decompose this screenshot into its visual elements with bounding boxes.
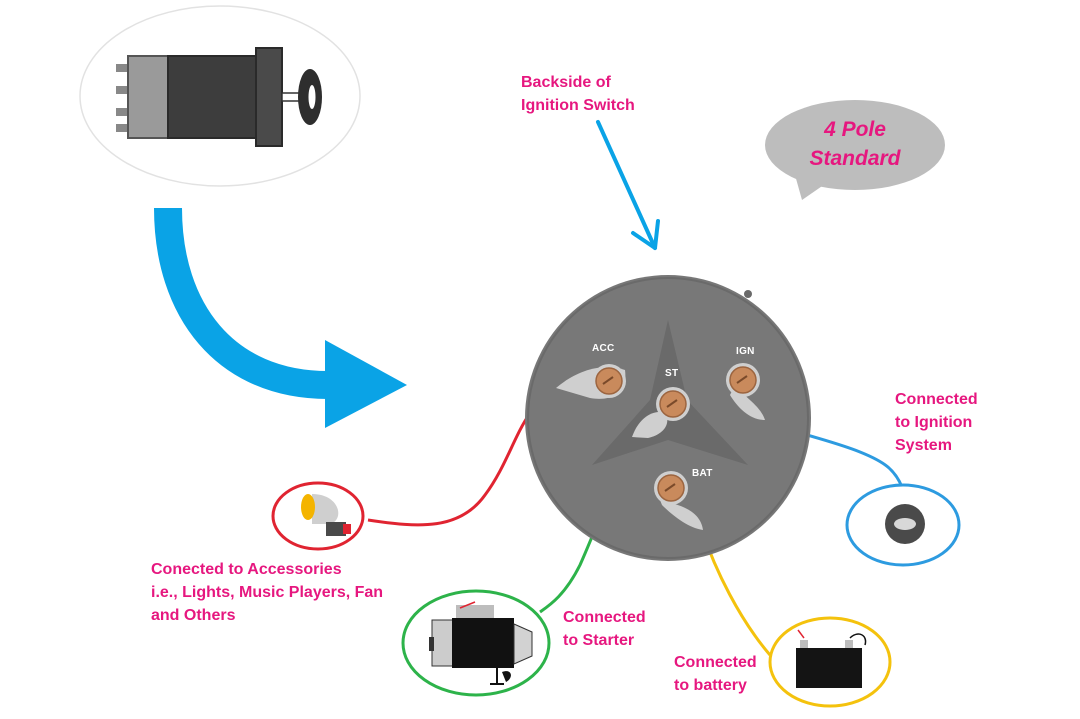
terminal-label-bat: BAT	[692, 468, 713, 479]
label-backside: Backside of Ignition Switch	[521, 74, 635, 114]
terminal-acc	[556, 364, 626, 399]
terminal-label-ign: IGN	[736, 346, 755, 357]
terminal-ign	[726, 363, 765, 420]
terminal-st	[632, 387, 690, 438]
label-ignition: Connected to Ignition System	[895, 391, 978, 454]
starter-motor-icon	[401, 589, 551, 697]
callout-text: 4 Pole Standard	[809, 118, 901, 170]
pointer-arrow-icon	[596, 120, 660, 250]
car-battery-icon	[768, 616, 892, 708]
terminal-bat	[654, 471, 703, 530]
terminal-label-st: ST	[665, 368, 679, 379]
headlight-bulb-icon	[271, 481, 365, 551]
terminal-label-acc: ACC	[592, 343, 615, 354]
label-battery: Connected to battery	[674, 654, 757, 694]
switch-backside-icon	[525, 275, 811, 561]
callout-bubble	[765, 100, 945, 200]
ignition-coil-icon	[845, 483, 961, 567]
label-accessories: Conected to Accessories i.e., Lights, Mu…	[151, 561, 384, 624]
flow-arrow-icon	[154, 207, 407, 428]
label-starter: Connected to Starter	[563, 609, 646, 649]
ignition-switch-side-icon	[79, 5, 361, 187]
